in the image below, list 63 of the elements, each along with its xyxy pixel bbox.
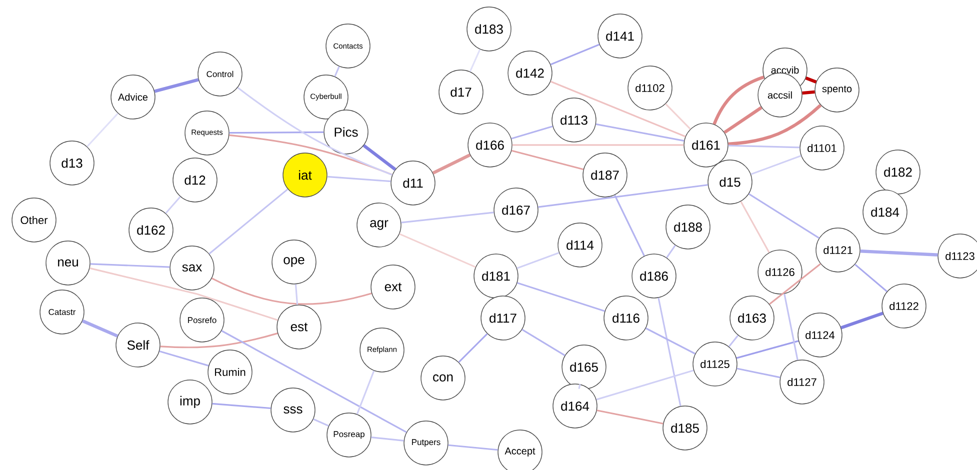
network-edge [614, 194, 645, 256]
network-edge [401, 212, 494, 224]
network-edge [90, 267, 278, 321]
network-edge [736, 340, 799, 359]
network-edge [646, 328, 696, 354]
network-edge [208, 188, 288, 254]
network-edge [82, 319, 118, 338]
network-edge [229, 131, 324, 134]
network-edge [458, 333, 488, 363]
network-edge [517, 282, 605, 312]
network-edge [724, 106, 762, 134]
network-edge [578, 384, 581, 389]
network-edge [327, 176, 391, 182]
network-edge [90, 263, 170, 268]
network-edge [356, 370, 375, 414]
network-edge [362, 144, 396, 171]
network-edge [237, 86, 392, 176]
network-edge [728, 104, 822, 146]
network-edge [511, 126, 553, 140]
network-edge [469, 49, 481, 72]
network-edge [596, 410, 664, 424]
network-edge [596, 370, 694, 400]
network-edge [860, 250, 938, 256]
network-edge [728, 144, 800, 148]
network-edge [550, 80, 686, 138]
network-edge [432, 153, 471, 175]
network-edge [712, 76, 764, 125]
network-edge [665, 103, 691, 130]
network-edge [769, 263, 821, 305]
network-edge [448, 444, 498, 451]
network-edge [229, 134, 393, 176]
network-edge [86, 112, 118, 148]
network-edge [160, 332, 278, 348]
network-edge [666, 244, 676, 258]
network-edge [740, 201, 770, 253]
network-edge [736, 368, 780, 378]
network-edge [538, 184, 708, 208]
network-edge [154, 78, 199, 93]
network-edge [748, 193, 820, 239]
network-edge [334, 66, 340, 77]
network-edge [658, 298, 682, 406]
network-edge [371, 436, 404, 442]
network-edge [294, 284, 298, 305]
network-edge [784, 294, 798, 360]
network-edge [212, 402, 271, 410]
network-edge [840, 312, 884, 330]
network-edge [854, 264, 888, 292]
network-edge [802, 90, 815, 95]
network-edge [728, 334, 739, 348]
network-edge [165, 196, 181, 214]
network-edge [805, 76, 817, 84]
network-edge [512, 144, 684, 146]
network-edge [550, 44, 600, 66]
network-edge [221, 330, 407, 433]
network-edge [511, 150, 584, 170]
network-edge [313, 418, 329, 427]
network-edge [399, 233, 476, 268]
network-edge [750, 154, 802, 175]
network-edge [522, 328, 566, 356]
network-edge [516, 252, 560, 269]
network-edge [596, 123, 684, 142]
network-edge [212, 278, 372, 305]
network-edge [159, 350, 209, 366]
